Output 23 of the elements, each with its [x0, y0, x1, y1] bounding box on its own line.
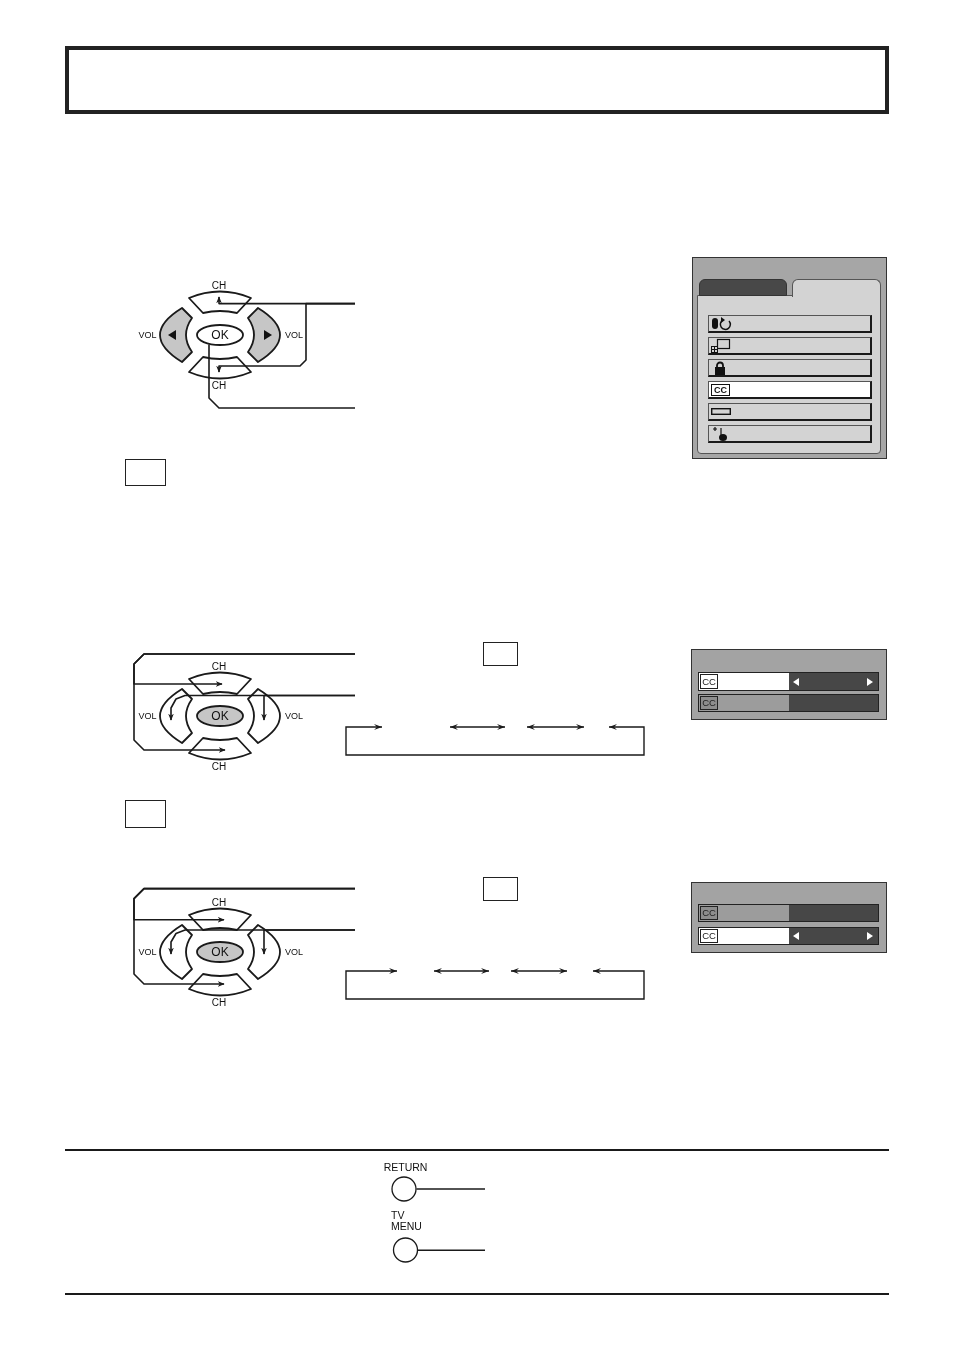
leader-line: [261, 694, 356, 721]
cc-label: CC: [700, 674, 718, 689]
leader-line: [415, 1188, 486, 1190]
cc-label: CC: [711, 384, 730, 396]
leader-line: [208, 343, 356, 409]
empty-frame: [125, 459, 166, 486]
title-banner: [65, 46, 889, 114]
leader-line: [417, 1249, 486, 1252]
empty-frame: [125, 800, 166, 828]
empty-frame: [483, 642, 518, 666]
cc-label: CC: [700, 906, 718, 920]
leader-line: [216, 302, 356, 373]
cc-label: CC: [700, 929, 718, 943]
empty-frame: [483, 877, 518, 901]
leader-line: [261, 929, 356, 955]
ok-button: OK: [196, 324, 244, 346]
tv-menu-button: TV MENU: [389, 1209, 423, 1263]
ok-button: OK: [196, 941, 244, 963]
return-button: RETURN: [382, 1160, 429, 1202]
ok-button: OK: [196, 705, 244, 727]
leader-line: [133, 887, 356, 987]
leader-line: [133, 653, 356, 753]
cc-label: CC: [700, 696, 718, 710]
